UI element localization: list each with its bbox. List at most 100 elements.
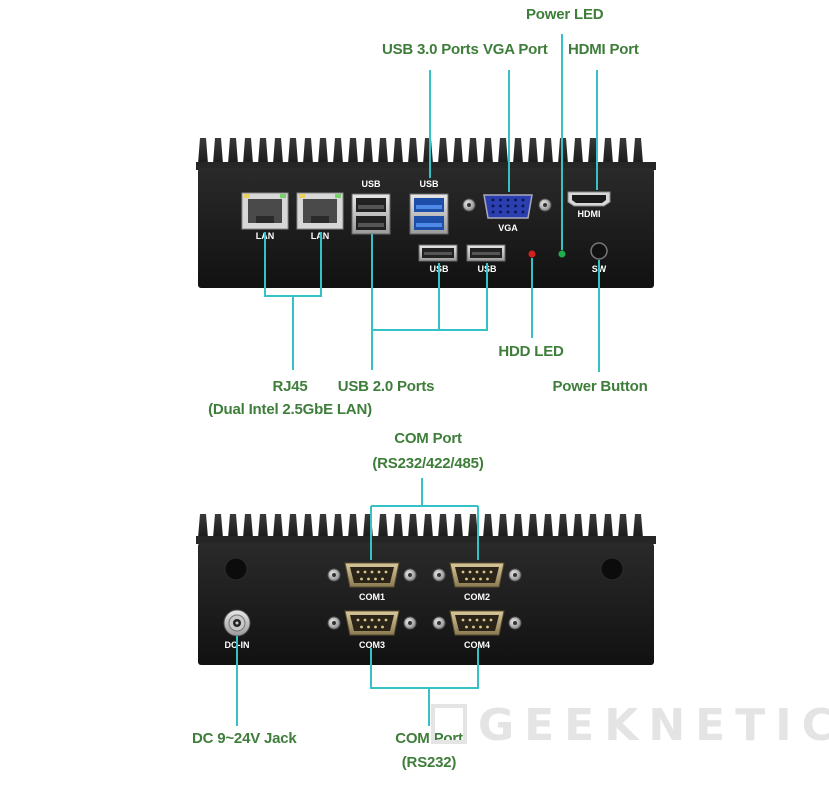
heatsink-fin [318, 138, 328, 164]
heatsink-fin [423, 138, 433, 164]
com-pin [363, 570, 367, 574]
rear-chassis [196, 514, 656, 665]
heatsink-fin [543, 138, 553, 164]
heatsink-fin [633, 514, 643, 538]
hdmi-port [567, 191, 611, 207]
heatsink-fin [408, 138, 418, 164]
heatsink-fin [423, 514, 433, 538]
com-pin [381, 625, 384, 629]
com-screw-hole [408, 573, 412, 577]
lan-port-1 [241, 192, 289, 230]
heatsink-fin [213, 138, 223, 164]
com-pin [475, 618, 479, 622]
callout-com-top-line1: COM Port [394, 430, 462, 447]
rear-panel [198, 543, 654, 665]
antenna-cap-left [224, 557, 248, 581]
com2-port [432, 562, 522, 588]
vga-pin [506, 204, 510, 208]
heatsink-fin [483, 514, 493, 538]
com-pin [363, 618, 367, 622]
com-insert [455, 615, 499, 631]
com-pin [465, 577, 468, 581]
com-pin [377, 618, 381, 622]
heatsink-fin [588, 138, 598, 164]
heatsink-fin [198, 138, 208, 164]
com-pin [384, 570, 388, 574]
com-insert [350, 615, 394, 631]
com-pin [370, 570, 374, 574]
vga-pin [491, 198, 495, 202]
power-led [558, 250, 566, 258]
com3-port [327, 610, 417, 636]
com4-label: COM4 [464, 640, 490, 650]
heatsink-fin [573, 138, 583, 164]
hdmi-label: HDMI [578, 209, 601, 219]
com1-label: COM1 [359, 592, 385, 602]
heatsink-fin [633, 138, 643, 164]
callout-vga: VGA Port [483, 41, 548, 58]
com-pin [472, 577, 475, 581]
heatsink-fin [333, 514, 343, 538]
dc-in-jack [223, 609, 251, 637]
heatsink-fin [438, 138, 448, 164]
heatsink-fin [228, 514, 238, 538]
heatsink-fin [363, 138, 373, 164]
com-pin [377, 570, 381, 574]
usb2-stacked-ports [351, 193, 391, 235]
heatsink-fin [198, 514, 208, 538]
usb3-stacked-ports [409, 193, 449, 235]
heatsink-fin [573, 514, 583, 538]
com-pin [461, 570, 465, 574]
vga-pin [514, 210, 517, 214]
heatsink-fin [528, 138, 538, 164]
callout-hdmi: HDMI Port [568, 41, 639, 58]
heatsink-fin [258, 514, 268, 538]
front-heatsink-fins [198, 138, 643, 164]
watermark-text: GEEKNETIC [478, 700, 829, 751]
com-pin [374, 577, 377, 581]
vga-pin [491, 210, 495, 214]
heatsink-fin [243, 514, 253, 538]
vga-pin [499, 198, 502, 202]
heatsink-fin [393, 138, 403, 164]
com-insert [455, 567, 499, 583]
com-insert [350, 567, 394, 583]
callout-com-top-line2: (RS232/422/485) [372, 455, 484, 472]
heatsink-fin [228, 138, 238, 164]
callout-usb20: USB 2.0 Ports [337, 378, 435, 395]
hdd-led [528, 250, 536, 258]
callout-com-bottom-line2: (RS232) [401, 754, 457, 771]
callout-hdd-led: HDD LED [498, 343, 564, 360]
lan-port-2 [296, 192, 344, 230]
com-screw-hole [437, 621, 441, 625]
leader-lines [236, 34, 600, 726]
callout-rj45-line1: RJ45 [272, 378, 308, 395]
heatsink-fin [348, 138, 358, 164]
com-pin [489, 570, 493, 574]
com-pin [374, 625, 377, 629]
vga-label: VGA [498, 223, 518, 233]
heatsink-fin [528, 514, 538, 538]
heatsink-fin [393, 514, 403, 538]
heatsink-fin [303, 138, 313, 164]
com2-label: COM2 [464, 592, 490, 602]
com-pin [367, 625, 370, 629]
heatsink-fin [273, 514, 283, 538]
com-pin [367, 577, 370, 581]
com-pin [482, 570, 486, 574]
com3-label: COM3 [359, 640, 385, 650]
com-pin [486, 625, 489, 629]
com-pin [468, 618, 472, 622]
heatsink-fin [378, 138, 388, 164]
heatsink-fin [543, 514, 553, 538]
usb2-port-lower-2 [466, 244, 506, 262]
com-pin [489, 618, 493, 622]
heatsink-fin [333, 138, 343, 164]
antenna-cap-right [600, 557, 624, 581]
vga-pin [521, 204, 525, 208]
usb2-port-lower-1 [418, 244, 458, 262]
heatsink-fin [468, 138, 478, 164]
heatsink-fin [288, 514, 298, 538]
com-screw-hole [437, 573, 441, 577]
